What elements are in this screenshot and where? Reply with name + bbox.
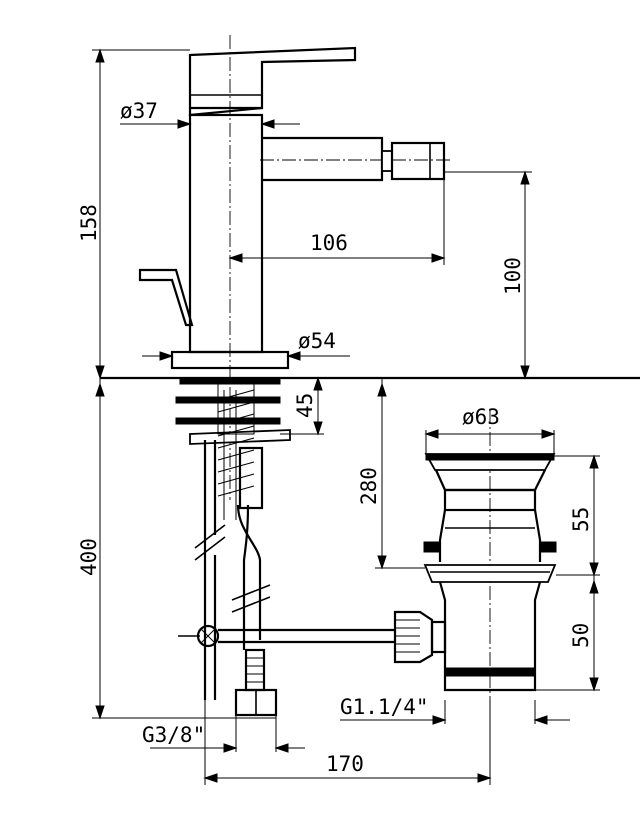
dim-diameter-54: ø54 [298,329,336,353]
dim-400: 400 [77,538,101,576]
pop-up-rod [218,628,395,644]
hoses [178,440,278,717]
dim-thread-inlet: G3/8" [142,723,205,747]
dim-45: 45 [293,393,317,418]
dim-diameter-63: ø63 [462,405,500,429]
under-deck-fixing [175,377,291,520]
dim-thread-waste: G1.1/4" [340,695,429,719]
mixer-body [100,46,640,380]
dim-170: 170 [326,752,364,776]
dim-106: 106 [310,231,348,255]
waste-assembly [393,453,557,692]
dimension-lines [92,48,600,785]
dim-55: 55 [569,507,593,532]
dim-50: 50 [569,623,593,648]
dim-100: 100 [501,257,525,295]
dimension-labels: 158 ø37 106 100 ø54 45 400 280 ø63 55 50… [77,99,593,776]
dim-158: 158 [77,204,101,242]
dim-diameter-37: ø37 [120,99,158,123]
dim-280: 280 [357,467,381,505]
